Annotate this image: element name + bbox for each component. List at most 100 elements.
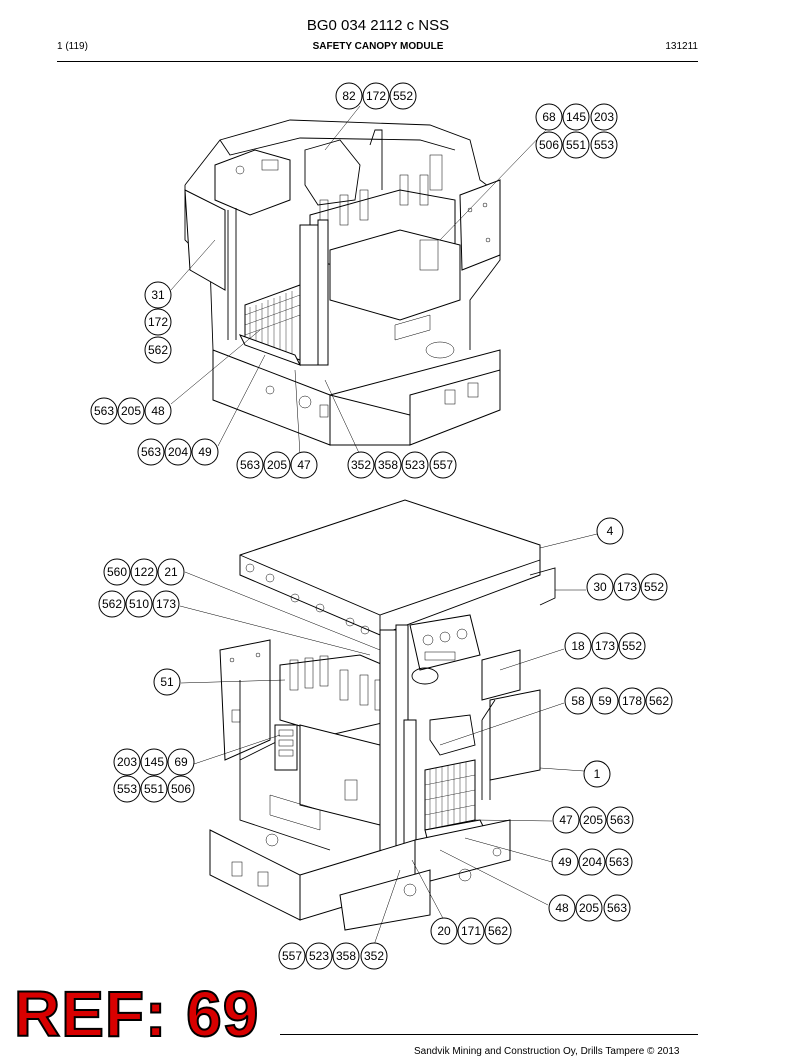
callout-bubble: 205: [575, 894, 603, 922]
bottom-leader-lines: [179, 533, 598, 946]
callout-bubble: 48: [144, 397, 172, 425]
callout-number: 20: [437, 924, 451, 938]
callout-bubble: 173: [152, 590, 180, 618]
callout-number: 204: [168, 445, 188, 459]
callout-number: 145: [566, 110, 586, 124]
callout-bubble: 59: [591, 687, 619, 715]
top-leader-lines: [170, 105, 549, 456]
callout-bubble: 30: [586, 573, 614, 601]
footer-rule: [280, 1034, 698, 1035]
callout-number: 47: [559, 813, 573, 827]
callout-number: 560: [107, 565, 127, 579]
callout-number: 171: [461, 924, 481, 938]
callout-number: 506: [539, 138, 559, 152]
callout-number: 69: [174, 755, 188, 769]
callout-bubble: 562: [98, 590, 126, 618]
callout-number: 510: [129, 597, 149, 611]
callout-number: 58: [571, 694, 585, 708]
callout-number: 563: [609, 855, 629, 869]
callouts-top: 82 172 552 68 145 203 506 551 553 31 172…: [90, 82, 618, 479]
callout-number: 523: [405, 458, 425, 472]
callout-number: 59: [598, 694, 612, 708]
callout-number: 47: [297, 458, 311, 472]
callout-number: 173: [617, 580, 637, 594]
callout-bubble: 48: [548, 894, 576, 922]
callout-bubble: 551: [562, 131, 590, 159]
callout-bubble: 553: [590, 131, 618, 159]
callout-bubble: 205: [579, 806, 607, 834]
callout-bubble: 203: [113, 748, 141, 776]
callout-number: 205: [267, 458, 287, 472]
callout-number: 563: [141, 445, 161, 459]
document-title: BG0 034 2112 c NSS: [306, 17, 450, 34]
callout-bubble: 49: [191, 438, 219, 466]
callout-bubble: 506: [167, 775, 195, 803]
reference-stamp: REF: 69: [13, 978, 260, 1050]
bottom-assembly-drawing: [209, 499, 556, 931]
callout-number: 68: [542, 110, 556, 124]
callout-number: 562: [649, 694, 669, 708]
callout-bubble: 122: [130, 558, 158, 586]
callout-number: 178: [622, 694, 642, 708]
callout-bubble: 82: [335, 82, 363, 110]
callout-bubble: 352: [347, 451, 375, 479]
callout-bubble: 562: [484, 917, 512, 945]
callout-number: 204: [582, 855, 602, 869]
callout-number: 551: [566, 138, 586, 152]
callout-number: 563: [94, 404, 114, 418]
callout-number: 552: [644, 580, 664, 594]
callout-number: 205: [579, 901, 599, 915]
callout-number: 172: [148, 315, 168, 329]
callout-bubble: 563: [90, 397, 118, 425]
callout-number: 48: [555, 901, 569, 915]
callout-bubble: 204: [164, 438, 192, 466]
callout-bubble: 21: [157, 558, 185, 586]
callout-bubble: 523: [401, 451, 429, 479]
callout-bubble: 551: [140, 775, 168, 803]
callout-number: 557: [433, 458, 453, 472]
callout-number: 352: [364, 949, 384, 963]
callout-bubble: 47: [552, 806, 580, 834]
callout-number: 551: [144, 782, 164, 796]
callout-number: 205: [121, 404, 141, 418]
callout-number: 563: [607, 901, 627, 915]
callout-number: 31: [151, 288, 165, 302]
callout-number: 562: [488, 924, 508, 938]
callout-bubble: 563: [605, 848, 633, 876]
callout-bubble: 506: [535, 131, 563, 159]
callout-number: 506: [171, 782, 191, 796]
callout-number: 48: [151, 404, 165, 418]
callout-number: 352: [351, 458, 371, 472]
callout-bubble: 557: [278, 942, 306, 970]
callout-number: 4: [607, 524, 614, 538]
top-assembly-drawing: [184, 119, 501, 446]
callout-bubble: 563: [606, 806, 634, 834]
callout-bubble: 178: [618, 687, 646, 715]
callout-bubble: 560: [103, 558, 131, 586]
document-code: 131211: [665, 41, 698, 52]
footer-copyright: Sandvik Mining and Construction Oy, Dril…: [414, 1046, 680, 1057]
callout-number: 173: [595, 639, 615, 653]
callout-bubble: 352: [360, 942, 388, 970]
callout-bubble: 563: [236, 451, 264, 479]
callout-bubble: 172: [144, 308, 172, 336]
callout-bubble: 358: [374, 451, 402, 479]
callout-bubble: 358: [332, 942, 360, 970]
callout-number: 172: [366, 89, 386, 103]
callout-bubble: 552: [389, 82, 417, 110]
callout-number: 145: [144, 755, 164, 769]
callout-bubble: 523: [305, 942, 333, 970]
callout-bubble: 552: [640, 573, 668, 601]
callout-number: 203: [117, 755, 137, 769]
callout-number: 523: [309, 949, 329, 963]
callout-bubble: 4: [596, 517, 624, 545]
callout-number: 51: [160, 675, 174, 689]
callout-bubble: 51: [153, 668, 181, 696]
page-number: 1 (119): [57, 41, 88, 52]
callout-bubble: 203: [590, 103, 618, 131]
callout-number: 563: [610, 813, 630, 827]
callout-bubble: 31: [144, 281, 172, 309]
callout-bubble: 47: [290, 451, 318, 479]
callout-bubble: 173: [591, 632, 619, 660]
callout-bubble: 510: [125, 590, 153, 618]
